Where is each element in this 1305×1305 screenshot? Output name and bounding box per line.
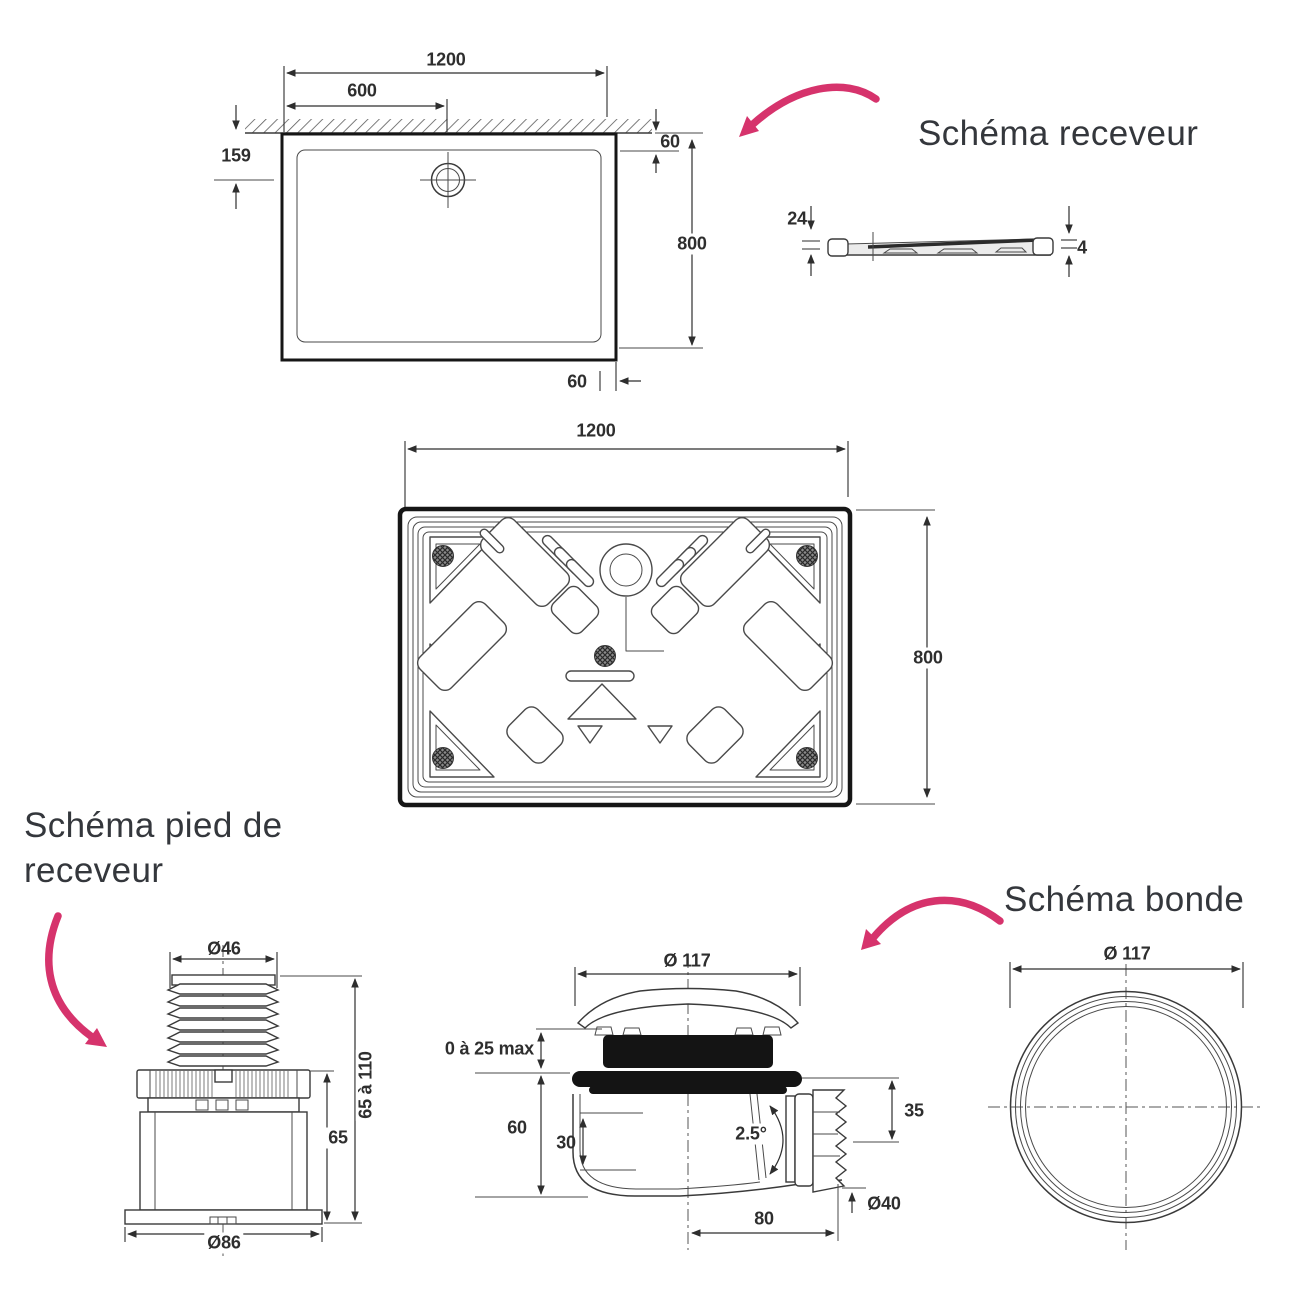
arrow-to-pied: [45, 912, 96, 1041]
drain-cap: [576, 987, 800, 1029]
dim-foot-top-diameter: Ø46: [207, 938, 241, 959]
tray-profile-drawing: [802, 206, 1077, 277]
title-schema-bonde: Schéma bonde: [1004, 880, 1245, 919]
outlet-thread: [812, 1089, 848, 1193]
dim-rim-bottom: 60: [567, 371, 587, 392]
tray-bottom-view-drawing: [397, 441, 935, 808]
dim-bonde-slope: 2.5°: [732, 1123, 770, 1145]
dim-foot-base-diameter: Ø86: [204, 1232, 244, 1254]
dim-rim-top: 60: [660, 131, 680, 152]
dim-bonde-depth: 60: [507, 1117, 527, 1138]
dim-profile-edge: 4: [1077, 237, 1087, 258]
dim-bonde-outlet-height: 35: [904, 1100, 924, 1121]
tray-top-view-drawing: [214, 66, 703, 391]
dim-drain-offset: 600: [347, 80, 377, 101]
dim-bonde-seal-depth: 30: [556, 1132, 576, 1153]
title-schema-pied-line1: Schéma pied de: [24, 806, 283, 845]
dim-bonde-tile-range: 0 à 25 max: [444, 1038, 534, 1059]
drain-section-drawing: [475, 956, 899, 1250]
screw-thread: [166, 983, 280, 1067]
drain-top-view-drawing: [988, 962, 1264, 1250]
dim-foot-height-range: 65 à 110: [355, 1049, 377, 1121]
dim-foot-body-height: 65: [325, 1127, 351, 1149]
dim-profile-height: 24: [787, 208, 807, 229]
annotation-arrows: [45, 83, 1004, 1047]
dim-drain-from-top: 159: [221, 145, 251, 166]
dim-bottom-view-width: 1200: [576, 420, 616, 441]
dim-bonde-outlet-length: 80: [754, 1208, 774, 1229]
title-schema-pied-line2: receveur: [24, 851, 164, 890]
arrow-to-bonde: [869, 896, 1004, 942]
knurled-ring: [136, 1069, 311, 1099]
dim-bonde-diameter: Ø 117: [663, 950, 711, 971]
dim-bottom-view-height: 800: [910, 647, 946, 669]
wall-hatch: [245, 119, 652, 133]
arrow-to-receveur: [748, 83, 880, 129]
dim-tray-width: 1200: [426, 49, 466, 70]
dim-bonde-outlet-diameter: Ø40: [867, 1193, 901, 1214]
title-schema-receveur: Schéma receveur: [918, 114, 1199, 153]
foot-drawing: [124, 945, 362, 1258]
dim-bonde-top-diameter: Ø 117: [1103, 943, 1151, 964]
dim-tray-height: 800: [674, 233, 710, 255]
